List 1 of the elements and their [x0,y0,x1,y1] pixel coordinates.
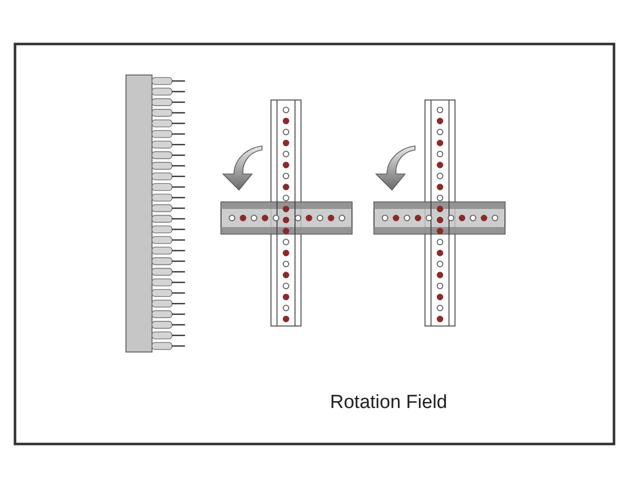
caption-label: Rotation Field [330,392,448,414]
